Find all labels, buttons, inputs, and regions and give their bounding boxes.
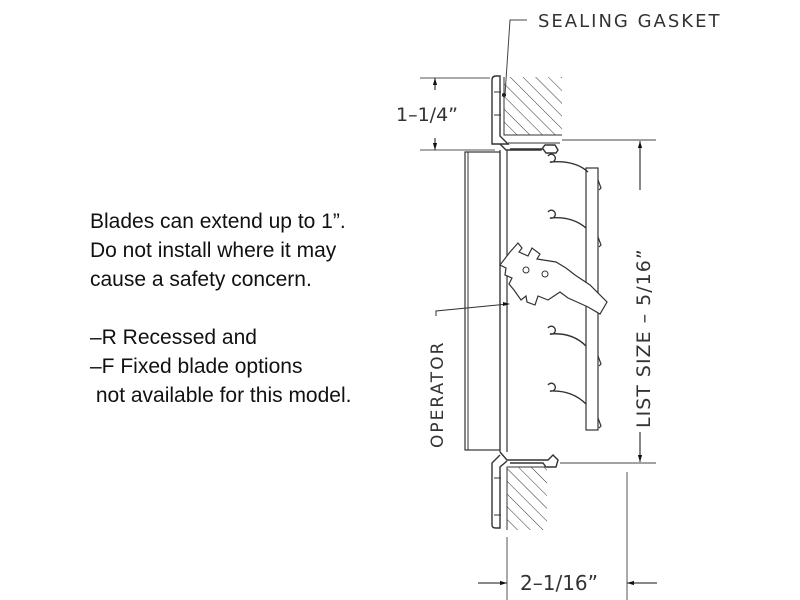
overall-depth-dimension: 2–1/16” <box>478 472 657 600</box>
flange-depth-dimension: 1–1/4” <box>396 77 495 151</box>
list-size-dimension: LIST SIZE – 5/16” <box>633 141 655 462</box>
blade-tip <box>597 355 602 367</box>
lower-channel-profile <box>499 451 559 468</box>
blade <box>547 153 589 173</box>
blade <box>547 382 587 405</box>
lower-wall-edge <box>506 466 547 530</box>
installation-note: Blades can extend up to 1”. Do not insta… <box>90 207 351 410</box>
blade-assembly <box>499 153 608 431</box>
sealing-gasket-label: SEALING GASKET <box>538 11 721 32</box>
list-size-label: LIST SIZE – 5/16” <box>633 248 655 428</box>
lower-wall-section <box>491 451 559 530</box>
note-line-7: not available for this model. <box>90 384 352 407</box>
overall-depth-label: 2–1/16” <box>520 571 598 595</box>
blade <box>547 325 587 347</box>
upper-wall-hatch <box>504 77 562 135</box>
blade-tip <box>597 236 602 248</box>
pivot-hole <box>541 270 549 278</box>
upper-channel-profile <box>499 143 559 154</box>
panel-outline <box>464 151 501 451</box>
operator-leader-arrow <box>503 302 510 306</box>
lower-frame-flange <box>491 454 508 529</box>
operator-label: OPERATOR <box>428 341 448 448</box>
note-line-3: cause a safety concern. <box>90 268 312 291</box>
operator-panel <box>464 150 508 452</box>
note-line-1: Blades can extend up to 1”. <box>90 210 346 233</box>
upper-wall-edge <box>503 77 562 136</box>
gasket-leader-line <box>504 19 527 96</box>
flange-depth-label: 1–1/4” <box>396 104 458 126</box>
note-line-2: Do not install where it may <box>90 239 337 262</box>
lower-wall-hatch <box>507 467 547 530</box>
note-line-5: –R Recessed and <box>90 326 257 349</box>
operator-linkage <box>499 242 608 315</box>
blade <box>547 209 587 229</box>
blade-tip <box>597 179 602 191</box>
operator-leader <box>435 303 509 316</box>
pivot-hole <box>522 266 530 274</box>
note-line-6: –F Fixed blade options <box>90 355 303 378</box>
blade-tip <box>597 417 602 429</box>
operator-callout: OPERATOR <box>428 302 510 448</box>
upper-wall-section <box>491 75 562 154</box>
upper-frame-flange <box>491 75 510 145</box>
